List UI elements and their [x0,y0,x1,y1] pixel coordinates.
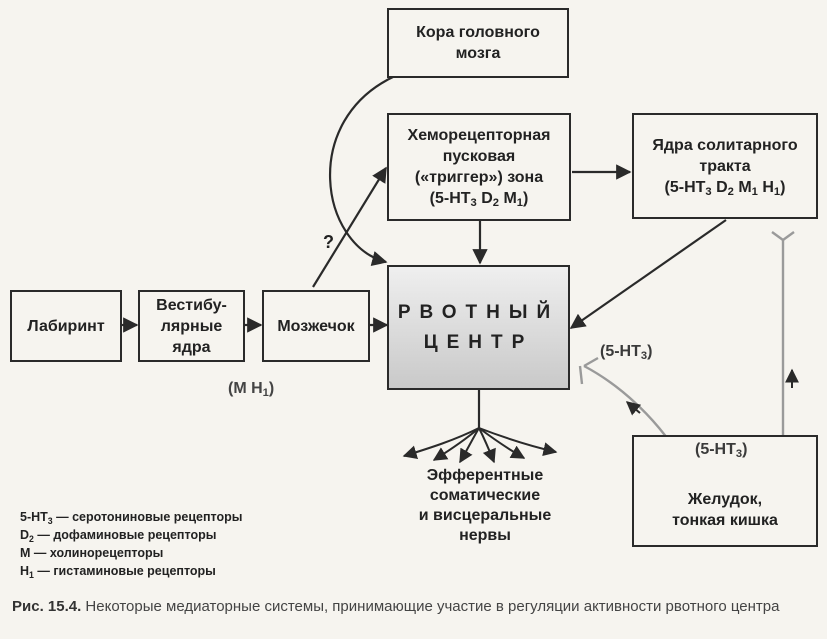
efferent-branch-1 [402,427,480,459]
labyrinth-box: Лабиринт [10,290,122,362]
vagal-direction-arrow-left [625,401,642,416]
efferent-line-1: Эфферентные [426,467,544,484]
vomiting-center-line-1: РВОТНЫЙ [397,301,560,323]
ctz-receptors: (5-HT3 D2 M1) [429,190,529,209]
figure-caption: Рис. 15.4. Некоторые медиаторные системы… [12,597,820,616]
ctz-line-3: («триггер») зона [414,169,544,186]
vestibular-nuclei-box: Вестибу- лярные ядра [138,290,245,362]
vestibular-line-1: Вестибу- [156,296,227,314]
caption-lead: Рис. 15.4. [12,598,82,615]
cortex-line-1: Кора головного [416,24,540,41]
efferent-branch-5 [478,427,526,459]
caption-text: Некоторые медиаторные системы, принимающ… [81,598,780,615]
vomiting-center-line-2: ЦЕНТР [423,331,534,353]
efferent-branch-2 [432,427,480,461]
efferent-nerves-label: Эфферентные соматические и висцеральные … [395,466,575,546]
ctz-box: Хеморецепторная пусковая («триггер») зон… [387,113,571,221]
vagal-receptor-label-upper: (5-HT3) [600,343,653,362]
arrow-cortex-to-center [329,75,396,266]
legend-row-serotonin: 5-HT3 — серотониновые рецепторы [20,510,243,526]
cortex-line-2: мозга [455,45,501,62]
nts-receptors: (5-HT3 D2 M1 H1) [664,178,786,198]
efferent-branch-4 [478,427,496,464]
efferent-line-2: соматические [429,487,541,504]
vestibular-receptors-label: (M H1) [228,380,275,399]
stomach-box: Желудок, тонкая кишка [632,435,818,547]
vagal-receptor-y-top [771,231,795,242]
nts-line-2: тракта [699,157,751,175]
nts-line-1: Ядра солитарного [652,136,798,154]
legend-row-histamine: H1 — гистаминовые рецепторы [20,564,216,580]
labyrinth-label: Лабиринт [27,317,105,335]
nts-box: Ядра солитарного тракта (5-HT3 D2 M1 H1) [632,113,818,219]
cerebellum-label: Мозжечок [277,317,355,335]
vagal-receptor-stem-upper [583,356,599,368]
vagal-receptor-label-lower: (5-HT3) [695,441,748,460]
stomach-line-2: тонкая кишка [672,512,778,529]
vagal-receptor-tick-upper [578,365,584,385]
legend-row-cholinergic: M — холинорецепторы [20,546,164,560]
cerebellum-box: Мозжечок [262,290,370,362]
efferent-branch-3 [459,427,480,464]
cortex-box: Кора головного мозга [387,8,569,78]
vestibular-line-3: ядра [172,338,211,356]
arrow-nts-to-center [569,219,727,329]
efferent-line-4: нервы [459,527,511,544]
question-mark: ? [323,232,334,252]
legend-row-dopamine: D2 — дофаминовые рецепторы [20,528,217,544]
ctz-line-1: Хеморецепторная [407,127,551,144]
vestibular-line-2: лярные [160,317,223,335]
arrow-cerebellum-to-ctz [312,166,387,288]
vomiting-center-box: РВОТНЫЙ ЦЕНТР [387,265,570,390]
stomach-line-1: Желудок, [687,491,763,508]
efferent-line-3: и висцеральные [418,507,552,524]
legend: 5-HT3 — серотониновые рецепторы D2 — доф… [20,508,242,580]
efferent-branch-6 [478,427,558,456]
ctz-line-2: пусковая [442,148,516,165]
